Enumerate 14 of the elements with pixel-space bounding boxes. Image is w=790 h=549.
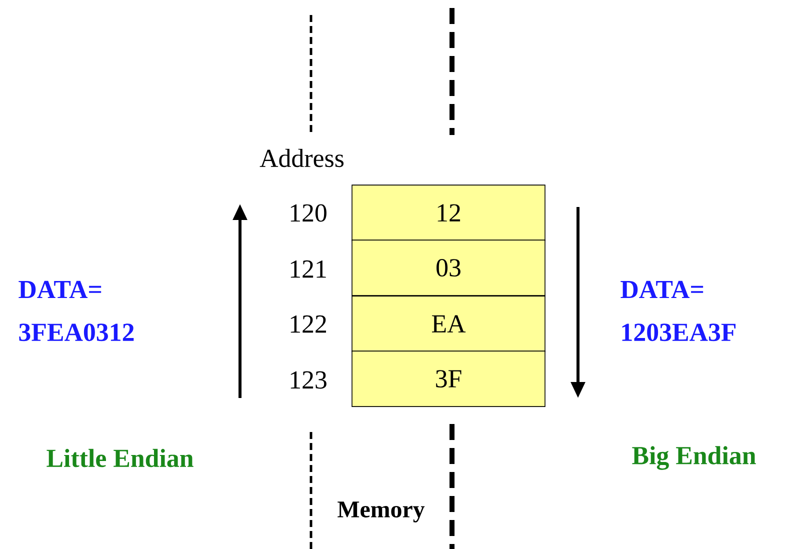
address-label: 123	[290, 371, 326, 389]
axis-label: Address	[260, 148, 344, 168]
address-label: 121	[290, 260, 326, 278]
data-value: DATA= 3FEA0312	[18, 280, 134, 342]
endian-label: Little Endian	[46, 448, 194, 468]
address-label: 120	[290, 204, 326, 222]
endian-label: Big Endian	[632, 446, 756, 470]
memory-cell: 3F	[352, 350, 546, 407]
data-value: DATA= 1203EA3F	[620, 280, 736, 342]
memory-cell: 12	[352, 184, 546, 241]
memory-cell: 03	[352, 240, 546, 296]
memory-label: Memory	[336, 500, 426, 524]
address-label: 122	[290, 315, 326, 333]
memory-cell: EA	[352, 296, 546, 352]
